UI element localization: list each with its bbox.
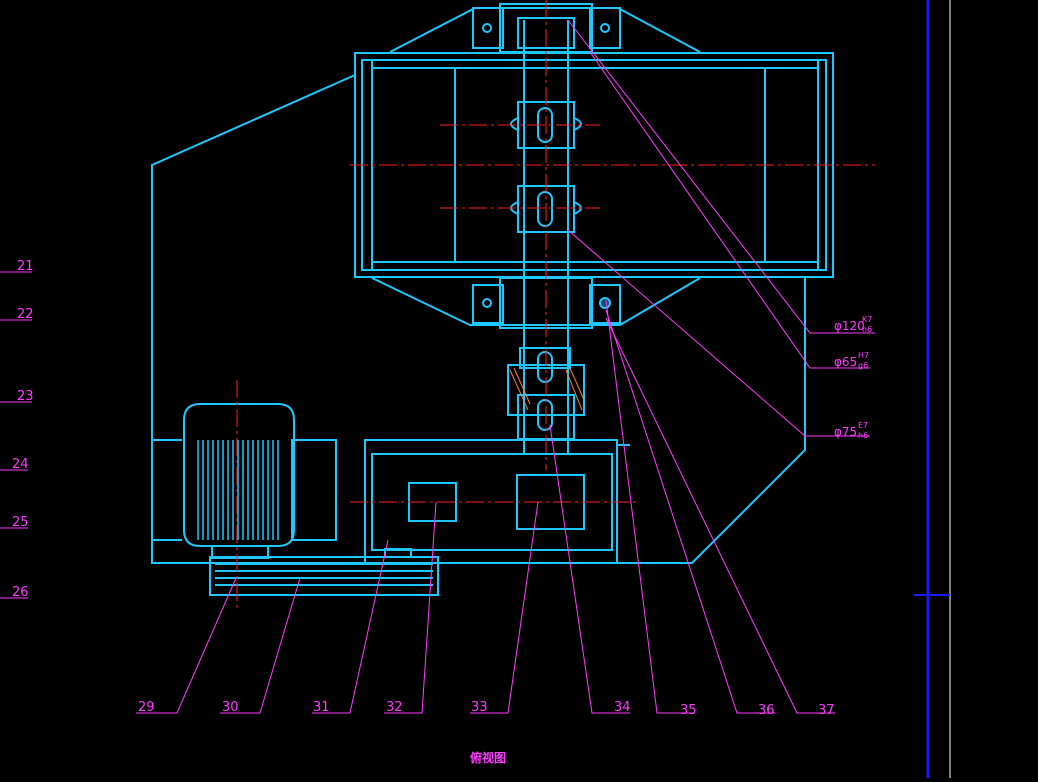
motor bbox=[183, 403, 337, 559]
fit-phi120: φ120 K7 h6 bbox=[834, 315, 872, 334]
callout-30: 30 bbox=[222, 700, 239, 715]
svg-text:E7: E7 bbox=[858, 421, 868, 430]
fit-phi65: φ65 H7 g6 bbox=[834, 351, 869, 370]
belt-drive bbox=[209, 548, 439, 596]
svg-text:g6: g6 bbox=[858, 361, 868, 370]
svg-text:K7: K7 bbox=[862, 315, 872, 324]
leader-lines bbox=[0, 19, 875, 714]
svg-text:H7: H7 bbox=[858, 351, 869, 360]
machine-frame bbox=[151, 74, 806, 564]
callout-23: 23 bbox=[17, 389, 34, 404]
callout-26: 26 bbox=[12, 585, 29, 600]
fit-annotations: φ120 K7 h6 φ65 H7 g6 φ75 E7 h6 bbox=[834, 315, 872, 440]
bottom-callouts: 29 30 31 32 33 34 35 36 37 bbox=[138, 700, 835, 718]
left-callouts: 21 22 23 24 25 26 bbox=[12, 259, 34, 600]
svg-text:h6: h6 bbox=[862, 325, 872, 334]
center-lines bbox=[236, 0, 875, 610]
fit-phi75: φ75 E7 h6 bbox=[834, 421, 868, 440]
callout-31: 31 bbox=[313, 700, 330, 715]
callout-33: 33 bbox=[471, 700, 488, 715]
svg-text:φ75: φ75 bbox=[834, 425, 857, 439]
callout-34: 34 bbox=[614, 700, 631, 715]
svg-text:h6: h6 bbox=[858, 431, 868, 440]
callout-29: 29 bbox=[138, 700, 155, 715]
callout-24: 24 bbox=[12, 457, 29, 472]
callout-36: 36 bbox=[758, 703, 775, 718]
svg-text:φ120: φ120 bbox=[834, 319, 865, 333]
callout-22: 22 bbox=[17, 307, 34, 322]
top-bearing-housing bbox=[389, 3, 701, 53]
bottom-bearing-housing bbox=[371, 277, 701, 329]
callout-35: 35 bbox=[680, 703, 697, 718]
svg-text:φ65: φ65 bbox=[834, 355, 857, 369]
callout-32: 32 bbox=[386, 700, 403, 715]
callout-37: 37 bbox=[818, 703, 835, 718]
view-title: 俯视图 bbox=[470, 750, 506, 765]
callout-25: 25 bbox=[12, 515, 29, 530]
drawing-frame bbox=[914, 0, 951, 778]
callout-21: 21 bbox=[17, 259, 34, 274]
